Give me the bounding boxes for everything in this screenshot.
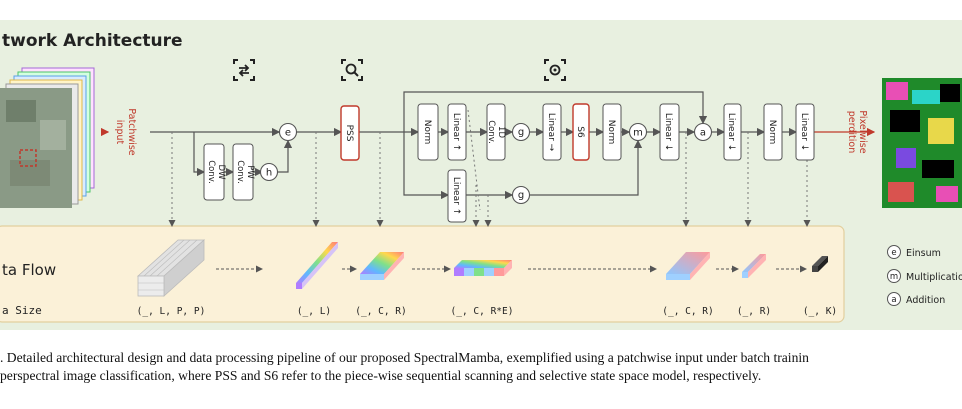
dotted-links <box>168 109 811 227</box>
section-title: twork Architecture <box>2 31 183 51</box>
svg-text:Linear ↑: Linear ↑ <box>451 177 461 215</box>
figure-caption: . Detailed architectural design and data… <box>0 349 962 385</box>
tensor-c-r-2 <box>666 252 710 280</box>
caption-line-1: . Detailed architectural design and data… <box>0 350 809 365</box>
scan-eye-icon <box>544 59 566 81</box>
g-op-2: g <box>511 185 531 205</box>
linear-right-block: Linear → <box>542 103 562 161</box>
svg-text:a: a <box>700 128 706 139</box>
tensor-cube <box>136 239 206 297</box>
legend-multiplication: Multiplication <box>906 272 962 283</box>
svg-text:g: g <box>518 190 524 201</box>
svg-text:Conv.: Conv. <box>486 120 496 144</box>
svg-text:a: a <box>891 295 896 305</box>
linear-down-block-2: Linear ↓ <box>723 103 742 161</box>
architecture-diagram: twork Architecture ta Flow a Size Patchw… <box>0 20 962 330</box>
linear-up-block-1: Linear ↑ <box>447 103 467 161</box>
svg-text:g: g <box>518 127 524 138</box>
tensor-c-r <box>360 252 404 280</box>
data-flow-panel <box>0 225 845 323</box>
pw-conv-block: PW Conv. <box>232 143 255 201</box>
svg-text:Conv.: Conv. <box>235 160 245 184</box>
legend-einsum: Einsum <box>906 248 941 259</box>
size-label-5: (_, C, R) <box>662 306 713 317</box>
legend-addition: Addition <box>906 295 945 306</box>
data-size-label: a Size <box>2 304 42 317</box>
caption-line-2: perspectral image classification, where … <box>0 368 762 383</box>
linear-up-block-2: Linear ↑ <box>447 169 467 223</box>
svg-text:Linear ↓: Linear ↓ <box>726 113 736 151</box>
input-image-stack <box>0 67 95 208</box>
size-labels: (_, L, P, P) (_, L) (_, C, R) (_, C, R*E… <box>137 306 837 317</box>
s6-block: S6 <box>572 103 590 161</box>
tensor-r <box>742 254 766 278</box>
g-op-1: g <box>511 122 531 142</box>
tensor-c-re <box>454 260 512 276</box>
svg-text:Norm: Norm <box>767 120 777 145</box>
svg-text:input: input <box>114 120 125 145</box>
size-label-6: (_, R) <box>737 306 771 317</box>
scan-search-icon <box>341 59 363 81</box>
dw-conv-block: DW Conv. <box>203 143 226 201</box>
size-label-7: (_, K) <box>803 306 837 317</box>
svg-text:Linear ↓: Linear ↓ <box>663 113 673 151</box>
svg-text:PW: PW <box>245 165 255 179</box>
svg-text:Pixelwise: Pixelwise <box>857 110 868 153</box>
svg-text:S6: S6 <box>575 126 585 138</box>
svg-text:Norm: Norm <box>606 120 616 145</box>
svg-text:h: h <box>266 168 272 179</box>
norm-block-1: Norm <box>417 103 439 161</box>
svg-text:Norm: Norm <box>422 120 432 145</box>
multiplication-op: m <box>628 122 648 142</box>
size-label-1: (_, L, P, P) <box>137 306 206 317</box>
svg-text:e: e <box>891 248 896 258</box>
svg-text:DW: DW <box>216 165 226 181</box>
tensor-k <box>812 256 828 272</box>
data-flow-title: ta Flow <box>2 261 56 279</box>
svg-text:Linear ↑: Linear ↑ <box>451 113 461 151</box>
svg-text:m: m <box>633 128 643 139</box>
svg-text:PSS: PSS <box>344 125 354 142</box>
svg-text:Patchwise: Patchwise <box>126 108 137 155</box>
tensor-l <box>296 242 338 289</box>
size-label-4: (_, C, R*E) <box>451 306 514 317</box>
svg-text:m: m <box>890 272 898 282</box>
svg-text:Conv.: Conv. <box>206 160 216 184</box>
linear-down-block-3: Linear ↓ <box>795 103 815 161</box>
input-label: Patchwise input <box>114 108 137 155</box>
addition-op: a <box>693 122 713 142</box>
linear-down-block-1: Linear ↓ <box>659 103 680 161</box>
output-label: Pixelwise perdition <box>846 110 868 153</box>
shuffle-icon <box>233 59 255 81</box>
output-classification-map <box>882 78 962 208</box>
h-op: h <box>259 162 279 182</box>
size-label-2: (_, L) <box>297 306 331 317</box>
svg-text:Linear ↓: Linear ↓ <box>799 113 809 151</box>
norm-block-2: Norm <box>602 103 622 161</box>
norm-block-3: Norm <box>763 103 783 161</box>
pss-block: PSS <box>340 105 360 161</box>
svg-text:Linear →: Linear → <box>546 113 556 152</box>
size-label-3: (_, C, R) <box>355 306 406 317</box>
svg-text:perdition: perdition <box>846 111 857 153</box>
conv1d-block: 1D Conv. <box>486 103 506 161</box>
einsum-op: e <box>278 122 298 142</box>
legend: e Einsum m Multiplication a Addition <box>887 245 962 306</box>
svg-text:1D: 1D <box>496 126 506 138</box>
svg-text:e: e <box>285 128 291 139</box>
